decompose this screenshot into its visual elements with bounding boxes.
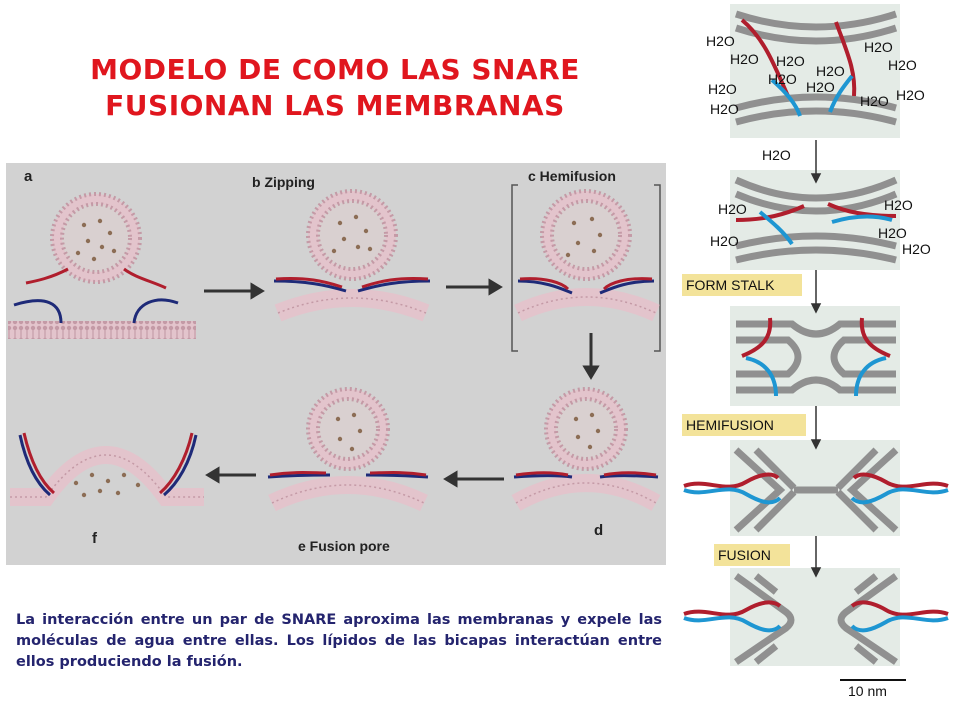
water-label: H2O — [708, 81, 737, 97]
stage-1-water-labels: H2O H2O H2O H2O H2O H2O H2O H2O H2O H2O … — [706, 33, 925, 117]
panel-f-drawing — [10, 432, 204, 506]
scale-bar-label: 10 nm — [848, 683, 887, 699]
flow-arrows — [204, 278, 600, 488]
panel-a-label: a — [24, 168, 33, 185]
water-label: H2O — [806, 79, 835, 95]
panel-b-label: b Zipping — [252, 174, 315, 190]
title-line-2: FUSIONAN LAS MEMBRANAS — [105, 89, 565, 122]
water-label: H2O — [816, 63, 845, 79]
water-label: H2O — [888, 57, 917, 73]
water-label: H2O — [768, 71, 797, 87]
form-stalk-label-box — [682, 274, 802, 296]
fusion-label-box — [714, 544, 790, 566]
stage-2-membranes — [734, 176, 898, 264]
page-title: MODELO DE COMO LAS SNARE FUSIONAN LAS ME… — [20, 52, 650, 124]
stage-4-membranes — [733, 447, 899, 533]
panel-c-drawing — [511, 184, 661, 352]
water-label: H2O — [878, 225, 907, 241]
stage-4-snares — [683, 472, 949, 505]
stage-3-snares — [741, 317, 891, 397]
figure-caption: La interacción entre un par de SNARE apr… — [16, 612, 662, 670]
water-label: H2O — [762, 147, 791, 163]
stage-2-water-labels: H2O H2O H2O H2O H2O — [710, 197, 931, 257]
stage-connector-arrows — [810, 140, 822, 578]
water-label: H2O — [896, 87, 925, 103]
water-label: H2O — [902, 241, 931, 257]
stage-5-snares — [683, 600, 949, 633]
water-label: H2O — [730, 51, 759, 67]
fusion-stages-diagram: H2O H2O H2O H2O H2O H2O H2O H2O H2O H2O … — [682, 4, 949, 699]
fusion-label: FUSION — [718, 547, 771, 563]
stage-2-snares — [735, 202, 897, 246]
water-label: H2O — [776, 53, 805, 69]
panel-a-drawing — [8, 192, 196, 339]
stage-5-membranes — [733, 573, 899, 665]
title-line-1: MODELO DE COMO LAS SNARE — [90, 53, 580, 86]
panel-b-drawing — [273, 189, 431, 322]
form-stalk-label: FORM STALK — [686, 277, 775, 293]
panel-e-label: e Fusion pore — [298, 538, 390, 554]
water-label: H2O — [860, 93, 889, 109]
water-label: H2O — [864, 39, 893, 55]
stage-3-membranes — [736, 320, 896, 394]
panel-f-label: f — [92, 530, 98, 547]
water-label: H2O — [710, 101, 739, 117]
water-label: H2O — [884, 197, 913, 213]
water-label: H2O — [706, 33, 735, 49]
hemifusion-label: HEMIFUSION — [686, 417, 774, 433]
panel-c-label: c Hemifusion — [528, 168, 616, 184]
panel-d-label: d — [594, 522, 603, 539]
hemifusion-label-box — [682, 414, 806, 436]
water-label: H2O — [710, 233, 739, 249]
water-label: H2O — [718, 201, 747, 217]
panel-e-drawing — [267, 387, 429, 512]
panel-d-drawing — [511, 387, 661, 511]
snare-zipping-diagram: a b Zipping c Hemifusion d e Fusion pore… — [6, 163, 666, 565]
stage-1-snares — [740, 18, 857, 117]
